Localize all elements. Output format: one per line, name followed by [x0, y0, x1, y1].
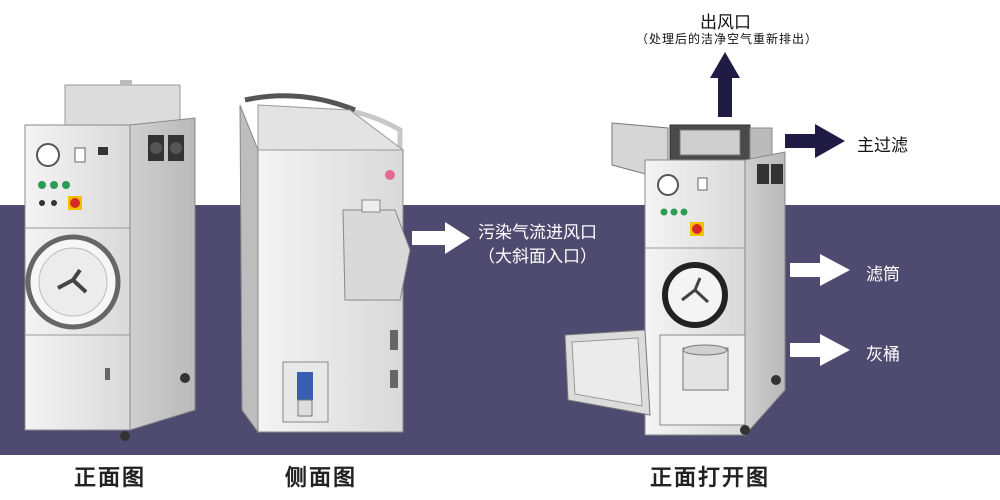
caption-side-view: 侧面图 — [285, 466, 358, 491]
arrow-inlet — [412, 222, 470, 254]
front-open-cabinet — [564, 122, 786, 437]
caption-front-view: 正面图 — [74, 466, 147, 491]
arrow-filter-cartridge — [790, 254, 850, 286]
front-view-cabinet — [24, 80, 196, 441]
arrow-main-filter — [785, 124, 845, 158]
side-view-cabinet — [239, 93, 411, 434]
inlet-label: 污染气流进风口 — [478, 223, 597, 243]
outlet-note: （处理后的洁净空气重新排出） — [636, 32, 819, 46]
arrow-outlet — [710, 52, 740, 117]
inlet-note: （大斜面入口） — [478, 247, 597, 267]
arrow-ash-bucket — [790, 334, 850, 366]
main-filter-label: 主过滤 — [857, 136, 908, 156]
filter-cartridge-label: 滤筒 — [866, 265, 900, 285]
caption-front-open-view: 正面打开图 — [650, 466, 771, 491]
outlet-label: 出风口 — [700, 13, 751, 33]
ash-bucket-label: 灰桶 — [866, 345, 900, 365]
